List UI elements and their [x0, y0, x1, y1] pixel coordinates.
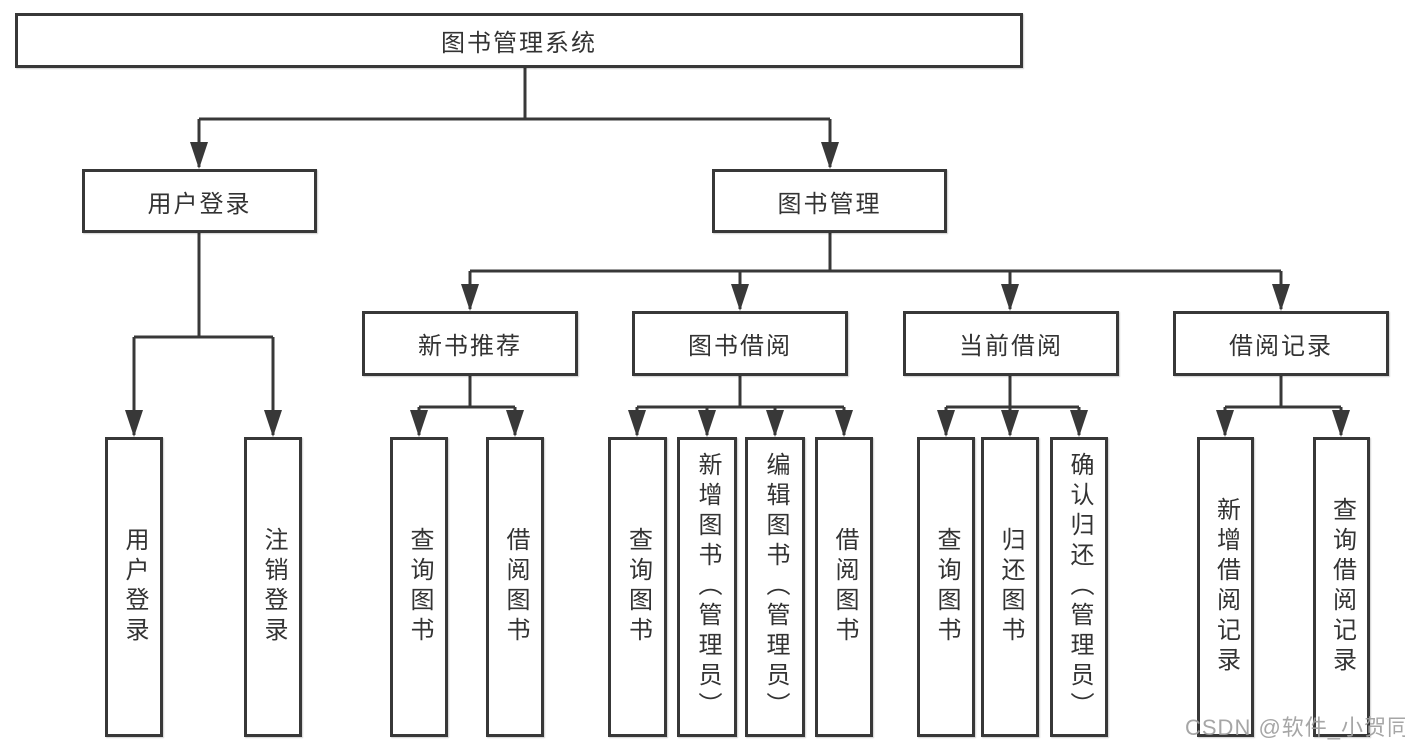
node-label: 借阅图书: [831, 527, 858, 647]
node-user-login: 用户登录: [82, 169, 317, 233]
node-current-borrowing: 当前借阅: [903, 311, 1119, 376]
leaf-query-books-recommend: 查询图书: [390, 437, 448, 737]
arrow-down-icon: [264, 410, 282, 437]
node-label: 编辑图书（管理员）: [762, 452, 789, 722]
connector-user-login: [132, 233, 275, 435]
arrow-down-icon: [506, 410, 524, 437]
node-label: 确认归还（管理员）: [1066, 452, 1093, 722]
leaf-add-books-admin: 新增图书（管理员）: [677, 437, 737, 737]
node-book-management: 图书管理: [712, 169, 947, 233]
arrow-down-icon: [1216, 410, 1234, 437]
node-label: 新增借阅记录: [1212, 497, 1240, 677]
node-label: 查询借阅记录: [1328, 497, 1356, 677]
arrow-down-icon: [125, 410, 143, 437]
node-book-borrowing: 图书借阅: [632, 311, 848, 376]
node-label: 注销登录: [260, 527, 287, 647]
leaf-query-borrow-record: 查询借阅记录: [1313, 437, 1370, 737]
node-label: 新书推荐: [418, 333, 522, 360]
connector-book-management: [468, 233, 1283, 309]
arrow-down-icon: [1070, 410, 1088, 437]
arrow-down-icon: [1001, 410, 1019, 437]
node-label: 图书管理系统: [441, 30, 597, 57]
arrow-down-icon: [821, 142, 839, 169]
leaf-query-books-borrowing: 查询图书: [608, 437, 667, 737]
arrow-down-icon: [1272, 284, 1290, 311]
node-label: 查询图书: [933, 527, 960, 647]
arrow-down-icon: [835, 410, 853, 437]
arrow-down-icon: [410, 410, 428, 437]
leaf-return-books: 归还图书: [981, 437, 1039, 737]
node-label: 图书借阅: [688, 333, 792, 360]
connector-current-borrowing: [944, 376, 1081, 435]
leaf-query-books-current: 查询图书: [917, 437, 975, 737]
node-label: 查询图书: [406, 527, 433, 647]
connector-new-book: [417, 376, 517, 435]
node-label: 当前借阅: [959, 333, 1063, 360]
leaf-confirm-return-admin: 确认归还（管理员）: [1050, 437, 1108, 737]
node-label: 图书管理: [777, 190, 882, 218]
node-label: 用户登录: [121, 527, 148, 647]
arrow-down-icon: [628, 410, 646, 437]
node-library-system: 图书管理系统: [15, 13, 1023, 68]
arrow-down-icon: [698, 410, 716, 437]
leaf-borrow-books: 借阅图书: [815, 437, 873, 737]
leaf-logout: 注销登录: [244, 437, 302, 737]
arrow-down-icon: [190, 142, 208, 169]
node-label: 归还图书: [997, 527, 1024, 647]
node-borrowing-records: 借阅记录: [1173, 311, 1389, 376]
node-new-book-recommendation: 新书推荐: [362, 311, 578, 376]
leaf-add-borrow-record: 新增借阅记录: [1197, 437, 1254, 737]
connector-borrowing-records: [1223, 376, 1343, 435]
node-label: 借阅图书: [502, 527, 529, 647]
leaf-user-login: 用户登录: [105, 437, 163, 737]
csdn-watermark: CSDN @软件_小贺同学: [1185, 715, 1405, 740]
connector-root: [197, 68, 832, 167]
arrow-down-icon: [731, 284, 749, 311]
node-label: 查询图书: [624, 527, 652, 647]
arrow-down-icon: [1001, 284, 1019, 311]
node-label: 用户登录: [147, 190, 252, 218]
arrow-down-icon: [766, 410, 784, 437]
leaf-borrow-books-recommend: 借阅图书: [486, 437, 544, 737]
arrow-down-icon: [461, 284, 479, 311]
arrow-down-icon: [1332, 410, 1350, 437]
leaf-edit-books-admin: 编辑图书（管理员）: [745, 437, 805, 737]
node-label: 借阅记录: [1229, 333, 1333, 360]
arrow-down-icon: [937, 410, 955, 437]
connector-book-borrowing: [635, 376, 846, 435]
node-label: 新增图书（管理员）: [694, 452, 721, 722]
